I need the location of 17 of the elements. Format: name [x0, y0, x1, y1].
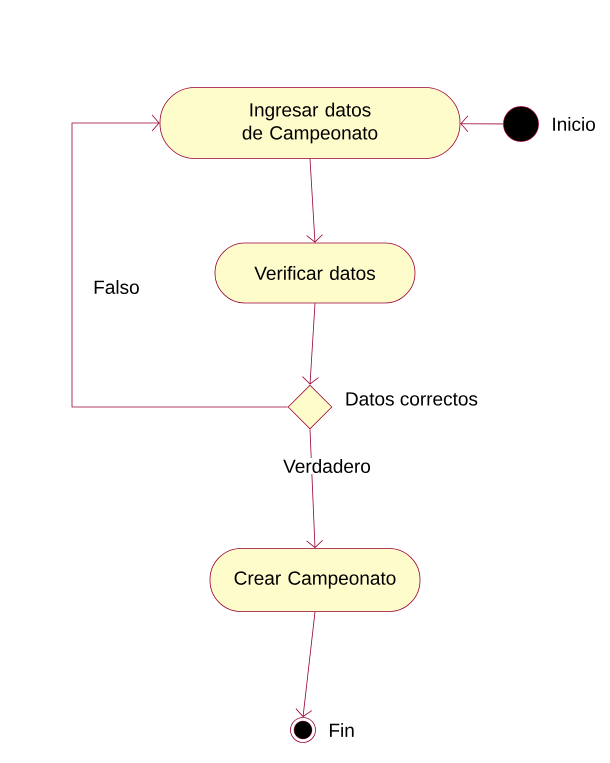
decision-diamond [288, 384, 332, 430]
arrow [306, 158, 323, 243]
activity-box: Ingresar datos de Campeonato [160, 87, 460, 159]
initial-node [503, 106, 539, 142]
arrow [296, 612, 316, 718]
arrow [302, 303, 319, 385]
activity-box: Verificar datos [214, 242, 416, 304]
arrow [306, 429, 324, 548]
edge-label: Falso [92, 279, 141, 295]
edge-label: Verdadero [282, 458, 372, 474]
node-label: Inicio [553, 117, 595, 131]
activity-box: Crear Campeonato [210, 548, 420, 612]
node-label: Datos correctos [346, 392, 478, 406]
final-node [290, 717, 316, 743]
arrow [460, 115, 504, 132]
node-label: Fin [330, 723, 354, 737]
arrow [72, 114, 288, 408]
